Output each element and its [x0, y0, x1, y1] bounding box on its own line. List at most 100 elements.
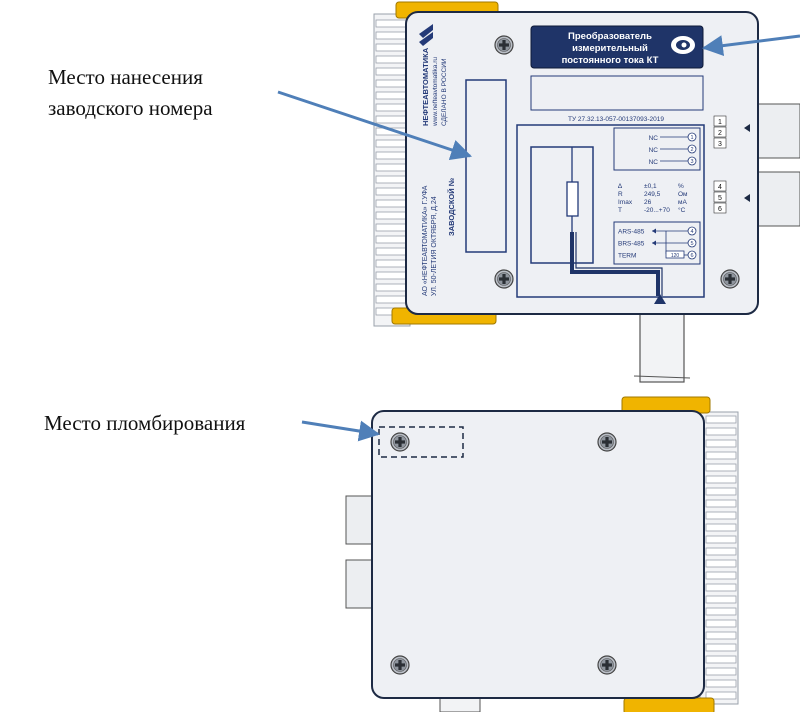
comb-tooth: [705, 691, 737, 700]
name-plate-line-1: Преобразователь: [568, 31, 652, 42]
terminal-number: 3: [718, 141, 722, 148]
comb-tooth: [705, 511, 737, 520]
screw-icon: [720, 269, 740, 289]
terminal-cell: [713, 126, 727, 138]
device-back-view: [345, 396, 739, 712]
pin-circle: [687, 238, 697, 248]
comb-tooth: [375, 31, 407, 40]
terminal-marker-upper-icon: [744, 124, 750, 132]
brand-name: НЕФТЕАВТОМАТИКА: [421, 47, 430, 126]
made-in-russia: СДЕЛАНО В РОССИИ: [441, 58, 448, 126]
blank-label-area: [530, 75, 704, 111]
comb-tooth: [375, 67, 407, 76]
comb-tooth: [375, 283, 407, 292]
pin-circle: [687, 144, 697, 154]
output-arrow-icon: [654, 294, 666, 304]
terminal-number: 4: [718, 184, 722, 191]
seal-area: [378, 426, 464, 458]
comb-tooth: [375, 175, 407, 184]
comb-tooth: [375, 163, 407, 172]
terminal-number: 2: [718, 130, 722, 137]
rs485-arrow-icon: [652, 240, 656, 246]
pin-circle: [687, 132, 697, 142]
serial-number-callout-line-2: заводского номера: [48, 96, 213, 120]
comb-tooth: [705, 619, 737, 628]
rs485-block: [613, 221, 701, 265]
comb-tooth: [375, 55, 407, 64]
serial-number-field: [465, 79, 507, 253]
terminal-cell: [713, 202, 727, 214]
left-comb-connector: [373, 13, 411, 327]
terminal-number: 6: [718, 206, 722, 213]
seal-callout: Место пломбирования: [44, 411, 246, 435]
spec-value: -20...+70: [644, 207, 670, 214]
name-plate-line-2: измерительный: [572, 43, 648, 54]
back-bottom-clip: [623, 697, 715, 712]
nc-label: NC: [649, 159, 659, 166]
pin-circle: [687, 250, 697, 260]
comb-tooth: [375, 19, 407, 28]
screw-icon: [494, 35, 514, 55]
comb-tooth: [705, 451, 737, 460]
terminal-cell: [713, 137, 727, 149]
comb-tooth: [705, 571, 737, 580]
comb-tooth: [375, 247, 407, 256]
seal-callout-arrow: [301, 420, 381, 442]
comb-tooth: [705, 607, 737, 616]
comb-tooth: [375, 211, 407, 220]
comb-tooth: [375, 103, 407, 112]
comb-tooth: [375, 271, 407, 280]
comb-tooth: [705, 439, 737, 448]
spec-symbol: T: [618, 207, 622, 214]
nameplate-callout-arrow: [701, 34, 800, 57]
comb-tooth: [375, 187, 407, 196]
brand-logo: [419, 24, 433, 46]
spec-symbol: R: [618, 191, 623, 198]
spec-symbol: Imax: [618, 199, 633, 206]
comb-tooth: [705, 427, 737, 436]
pin-number: 4: [690, 229, 693, 235]
callout-arrows: [277, 34, 800, 442]
back-terminal-lower: [345, 559, 375, 609]
shunt-resistor-icon: [566, 181, 579, 217]
pin-circle: [687, 156, 697, 166]
terminal-cell: [713, 180, 727, 192]
comb-tooth: [705, 547, 737, 556]
serial-number-callout: Место нанесения заводского номера: [48, 62, 213, 124]
spec-value: 26: [644, 199, 652, 206]
pin-number: 2: [690, 147, 693, 153]
maker-line-2: УЛ. 50-ЛЕТИЯ ОКТЯБРЯ, Д.24: [431, 196, 438, 296]
comb-tooth: [375, 43, 407, 52]
spec-unit: °C: [678, 206, 686, 214]
spec-unit: мА: [678, 199, 687, 206]
comb-tooth: [705, 523, 737, 532]
pin-circle: [687, 226, 697, 236]
serial-callout-arrow: [277, 90, 472, 160]
certification-mark-icon: [671, 36, 695, 54]
pin-number: 6: [690, 253, 693, 259]
spec-value: ±0,1: [644, 183, 657, 190]
comb-tooth: [705, 535, 737, 544]
screw-icon: [390, 655, 410, 675]
spec-value: 249,5: [644, 191, 661, 198]
comb-tooth: [375, 295, 407, 304]
rs485-arrow-icon: [652, 228, 656, 234]
right-comb-connector: [699, 411, 739, 705]
terminal-marker-lower-icon: [744, 194, 750, 202]
terminal-number: 5: [718, 195, 722, 202]
comb-tooth: [705, 463, 737, 472]
front-panel: [405, 11, 759, 315]
comb-tooth: [705, 415, 737, 424]
pin-number: 5: [690, 241, 693, 247]
comb-tooth: [375, 151, 407, 160]
comb-tooth: [705, 499, 737, 508]
maker-line-1: АО «НЕФТЕАВТОМАТИКА» Г.УФА: [422, 185, 429, 296]
comb-tooth: [375, 115, 407, 124]
comb-tooth: [705, 643, 737, 652]
spec-unit: %: [678, 183, 684, 190]
termination-resistor-value: 120: [671, 253, 680, 259]
schematic-frame: [516, 124, 705, 298]
rs485-label: TERM: [618, 253, 636, 260]
comb-tooth: [705, 559, 737, 568]
